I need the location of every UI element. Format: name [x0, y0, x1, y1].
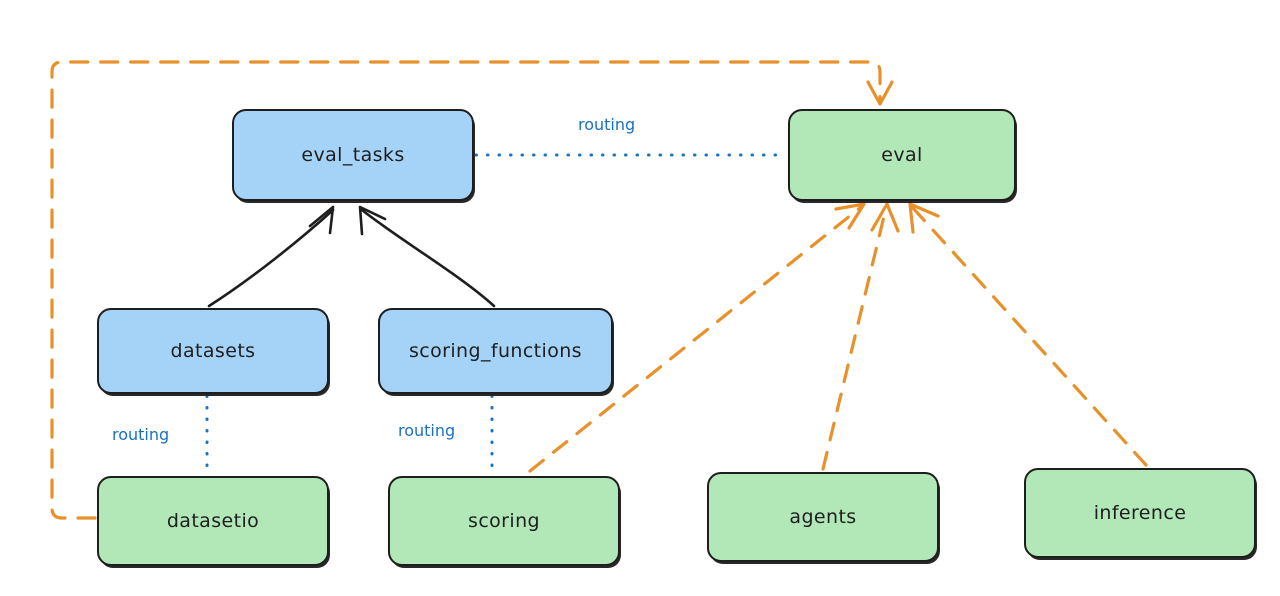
node-label: scoring_functions	[409, 340, 582, 362]
node-label: eval	[881, 144, 923, 166]
node-label: eval_tasks	[301, 144, 405, 166]
node-label: inference	[1093, 502, 1187, 524]
node-datasetio[interactable]: datasetio	[97, 476, 329, 566]
node-label: datasets	[170, 340, 256, 362]
edge-label-routing-datasetio: routing	[112, 425, 170, 444]
edge-agents-to-eval-dependency	[821, 202, 900, 471]
edge-label-routing-eval: routing	[578, 115, 636, 134]
node-agents[interactable]: agents	[707, 472, 939, 562]
node-label: agents	[789, 506, 857, 528]
node-datasets[interactable]: datasets	[97, 308, 329, 394]
node-inference[interactable]: inference	[1024, 468, 1256, 558]
node-eval[interactable]: eval	[788, 109, 1016, 201]
node-scoring-functions[interactable]: scoring_functions	[378, 308, 613, 394]
edge-datasets-to-eval-tasks	[207, 205, 335, 308]
edge-label-routing-scoring: routing	[398, 421, 456, 440]
edge-datasetio-to-eval-dependency	[50, 60, 894, 520]
edge-scoring-to-eval-dependency	[528, 202, 866, 473]
node-label: datasetio	[166, 510, 260, 532]
edge-inference-to-eval-dependency	[908, 202, 1148, 467]
node-scoring[interactable]: scoring	[388, 476, 620, 566]
edge-scoring-functions-to-eval-tasks	[358, 205, 496, 308]
node-label: scoring	[468, 510, 540, 532]
node-eval-tasks[interactable]: eval_tasks	[232, 109, 474, 201]
